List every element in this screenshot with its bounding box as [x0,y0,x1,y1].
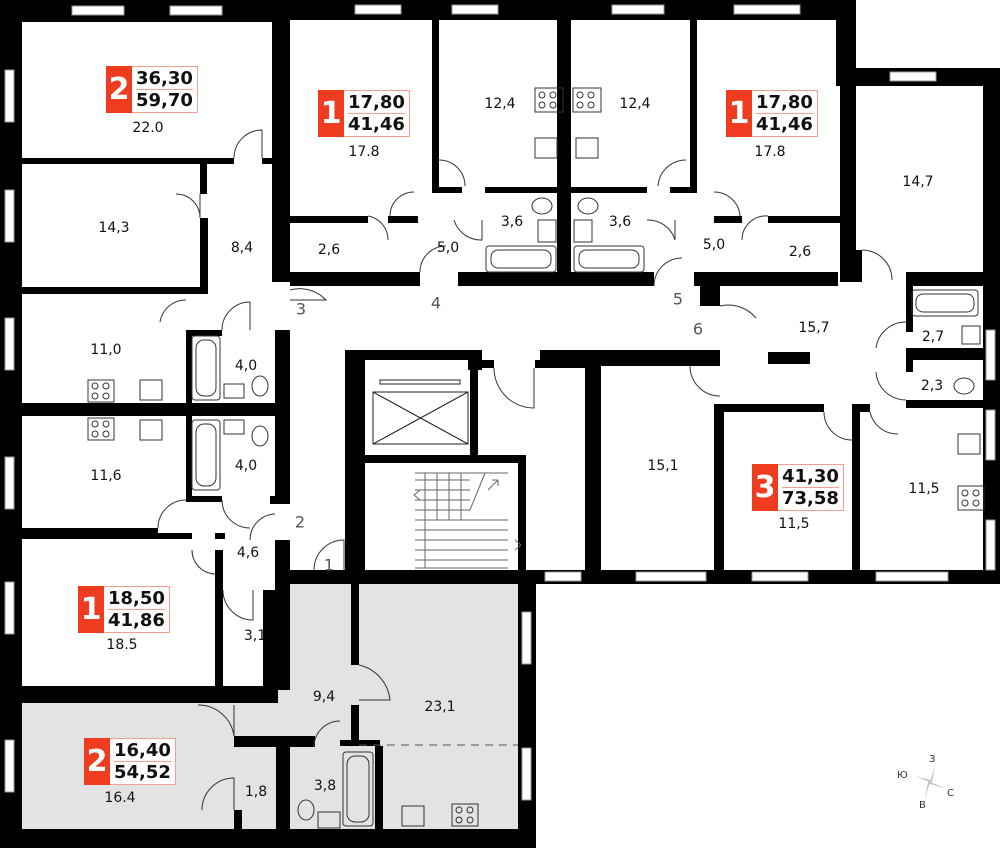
room-area: 17.8 [348,144,380,160]
total-area: 41,86 [108,610,165,631]
door-swings [157,129,907,811]
room-area: 12,4 [484,96,516,112]
room-area: 23,1 [424,699,456,715]
room-area: 14,3 [98,220,130,236]
total-area: 73,58 [782,488,839,509]
room-area: 2,3 [920,378,944,394]
room-area: 2,7 [921,329,945,345]
room-area: 3,6 [608,214,632,230]
apartment-badge[interactable]: 1 17,80 41,46 [726,90,818,137]
elevator-shaft [372,379,469,445]
room-area: 4,0 [234,358,258,374]
compass-east: В [919,800,926,811]
living-area: 41,30 [782,466,839,488]
room-count: 1 [318,90,344,137]
room-area: 3,6 [500,214,524,230]
room-area: 11,0 [90,342,122,358]
staircase [413,472,522,569]
apartment-badge[interactable]: 3 41,30 73,58 [752,464,844,511]
interior-walls [22,20,983,829]
compass-rose: З Ю С В [895,752,965,812]
room-area: 11,5 [778,516,810,532]
apartment-badge[interactable]: 2 16,40 54,52 [84,738,176,785]
room-area: 4,6 [236,545,260,561]
room-count: 1 [78,586,104,633]
compass-north: С [947,788,954,799]
area-values: 36,30 59,70 [132,66,198,113]
apartment-badge[interactable]: 2 36,30 59,70 [106,66,198,113]
room-area: 15,1 [647,458,679,474]
room-count: 2 [106,66,132,113]
area-values: 17,80 41,46 [752,90,818,137]
room-area: 11,6 [90,468,122,484]
total-area: 54,52 [114,762,171,783]
room-area: 22.0 [132,120,164,136]
entrance-number: 1 [323,555,335,575]
entrance-number: 4 [430,293,442,313]
room-area: 12,4 [619,96,651,112]
area-values: 17,80 41,46 [344,90,410,137]
room-area: 3,8 [313,778,337,794]
room-area: 14,7 [902,174,934,190]
windows [4,4,996,801]
room-area: 16.4 [104,790,136,806]
living-area: 16,40 [114,740,171,762]
total-area: 59,70 [136,90,193,111]
room-count: 2 [84,738,110,785]
living-area: 36,30 [136,68,193,90]
room-area: 15,7 [798,320,830,336]
room-area: 5,0 [702,237,726,253]
room-area: 1,8 [244,784,268,800]
room-area: 8,4 [230,240,254,256]
room-area: 2,6 [788,244,812,260]
entrance-number: 2 [294,512,306,532]
room-area: 3,1 [243,628,267,644]
apartment-badge[interactable]: 1 17,80 41,46 [318,90,410,137]
living-area: 17,80 [756,92,813,114]
fixtures [87,87,985,829]
entrance-number: 5 [672,289,684,309]
compass-west: З [929,754,936,765]
compass-south: Ю [897,770,908,781]
entrance-number: 3 [295,299,307,319]
entrance-number: 6 [692,319,704,339]
area-values: 41,30 73,58 [778,464,844,511]
total-area: 41,46 [348,114,405,135]
area-values: 18,50 41,86 [104,586,170,633]
compass-arrow-icon [915,766,945,798]
living-area: 18,50 [108,588,165,610]
room-area: 11,5 [908,481,940,497]
room-area: 17.8 [754,144,786,160]
room-area: 9,4 [312,689,336,705]
apartment-badge[interactable]: 1 18,50 41,86 [78,586,170,633]
room-area: 18.5 [106,637,138,653]
area-values: 16,40 54,52 [110,738,176,785]
room-count: 3 [752,464,778,511]
room-area: 5,0 [436,240,460,256]
living-area: 17,80 [348,92,405,114]
total-area: 41,46 [756,114,813,135]
room-area: 2,6 [317,242,341,258]
room-area: 4,0 [234,458,258,474]
room-count: 1 [726,90,752,137]
